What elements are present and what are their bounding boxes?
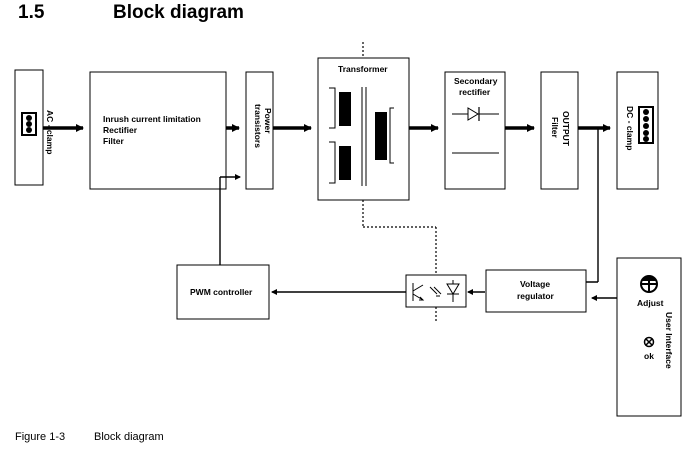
output-filter-block: OUTPUT Filter	[540, 71, 579, 190]
power-transistors-label-1: Power	[263, 108, 273, 134]
voltage-regulator-label-2: regulator	[517, 291, 555, 301]
adjust-label: Adjust	[637, 298, 664, 308]
figure-caption: Figure 1-3 Block diagram	[15, 431, 164, 443]
figure-title: Block diagram	[94, 431, 164, 443]
adjust-knob-icon	[640, 275, 658, 293]
dc-clamp-block: DC - clamp	[616, 71, 659, 190]
transformer-label: Transformer	[338, 64, 388, 74]
transformer-icon	[329, 87, 394, 186]
ac-terminal-icon	[21, 112, 37, 136]
voltage-regulator-label-1: Voltage	[520, 279, 550, 289]
ac-clamp-block: AC - clamp	[14, 69, 55, 186]
optocoupler-block	[405, 274, 467, 308]
figure-number: Figure 1-3	[15, 431, 66, 443]
secondary-rectifier-label-2: rectifier	[459, 87, 491, 97]
power-transistors-label-2: transistors	[253, 104, 263, 148]
secondary-rectifier-label-1: Secondary	[454, 76, 498, 86]
section-title: Block diagram	[113, 2, 244, 23]
pwm-controller-block: PWM controller	[176, 264, 270, 320]
transformer-block: Transformer	[317, 42, 437, 322]
diode-icon	[452, 107, 499, 121]
pwm-controller-label: PWM controller	[190, 287, 253, 297]
ok-led-icon	[643, 336, 655, 348]
output-filter-label-1: OUTPUT	[561, 111, 571, 147]
inrush-label-3: Filter	[103, 136, 124, 146]
user-interface-label: User Interface	[664, 312, 674, 369]
output-filter-label-2: Filter	[550, 117, 560, 138]
inrush-label-2: Rectifier	[103, 125, 138, 135]
inrush-label-1: Inrush current limitation	[103, 114, 201, 124]
power-transistors-block: Power transistors	[245, 71, 274, 190]
user-interface-block: Adjust ok User Interface	[616, 257, 682, 417]
section-number: 1.5	[18, 2, 45, 23]
optocoupler-icon	[412, 280, 460, 302]
dc-terminal-icon	[638, 106, 654, 144]
ac-clamp-label: AC - clamp	[45, 110, 55, 154]
inrush-block: Inrush current limitation Rectifier Filt…	[89, 71, 227, 190]
dc-clamp-label: DC - clamp	[625, 106, 635, 150]
secondary-rectifier-block: Secondary rectifier	[444, 71, 506, 190]
voltage-regulator-block: Voltage regulator	[485, 269, 587, 313]
ok-label: ok	[644, 351, 654, 361]
